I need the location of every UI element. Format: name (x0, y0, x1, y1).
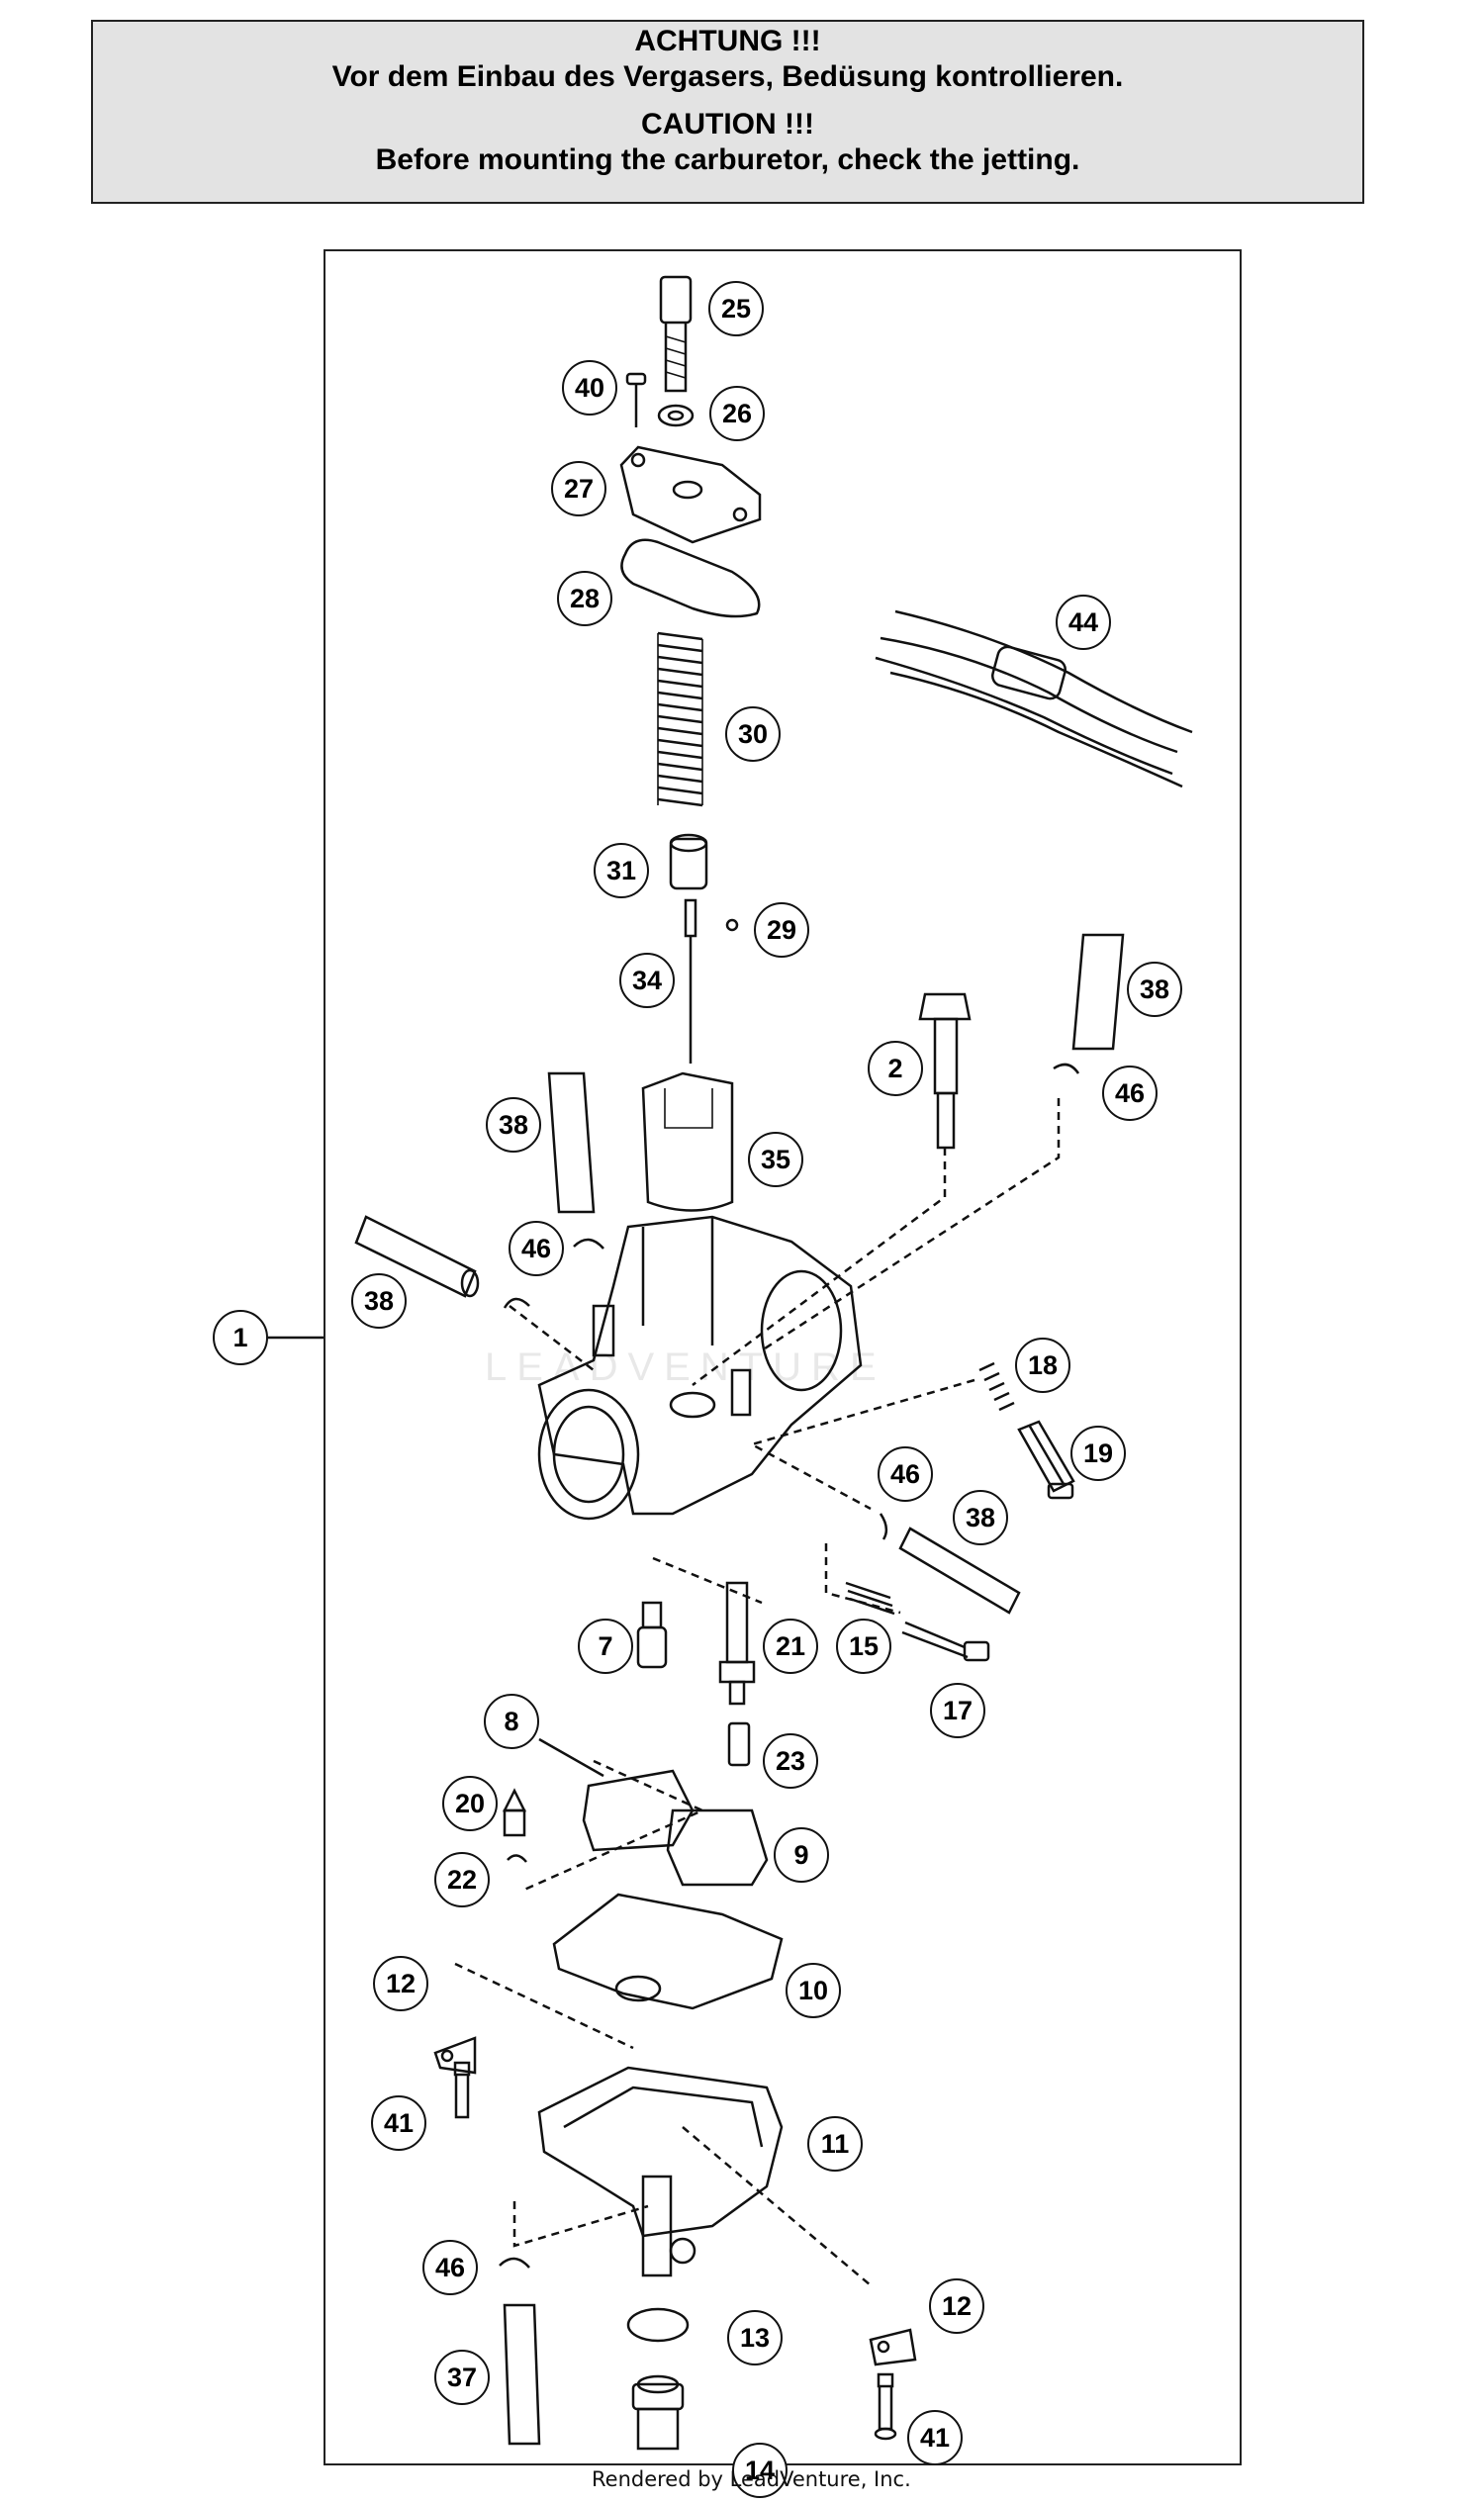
callout-8: 8 (484, 1694, 539, 1749)
part-41-screw-top (453, 2061, 471, 2119)
callout-1: 1 (213, 1310, 268, 1365)
callout-21: 21 (763, 1619, 818, 1674)
callout-37: 37 (434, 2350, 490, 2405)
callout-13: 13 (727, 2310, 783, 2365)
callout-44: 44 (1056, 595, 1111, 650)
callout-46: 46 (422, 2240, 478, 2295)
part-38-hose-left-top (547, 1071, 596, 1214)
part-21-needle-jet (718, 1581, 756, 1706)
callout-10: 10 (786, 1963, 841, 2018)
part-27-cap (619, 445, 762, 544)
callout-17: 17 (930, 1683, 985, 1738)
callout-38: 38 (1127, 962, 1182, 1017)
part-12-bracket-top (433, 2036, 477, 2075)
callout-31: 31 (594, 843, 649, 898)
part-38-hose-left (354, 1215, 480, 1298)
notice-line-de-title: ACHTUNG !!! (634, 25, 821, 57)
callout-9: 9 (774, 1827, 829, 1883)
callout-29: 29 (754, 902, 809, 958)
part-13-o-ring (626, 2307, 690, 2343)
callout-28: 28 (557, 571, 612, 626)
part-15-spring (845, 1581, 895, 1616)
callout-40: 40 (562, 360, 617, 416)
caution-notice: ACHTUNG !!! Vor dem Einbau des Vergasers… (91, 20, 1364, 204)
callout-7: 7 (578, 1619, 633, 1674)
notice-line-en-text: Before mounting the carburetor, check th… (375, 143, 1080, 176)
callout-12: 12 (373, 1956, 428, 2011)
part-22-clip (507, 1854, 527, 1863)
part-46-clip-a (1053, 1063, 1080, 1074)
callout-15: 15 (836, 1619, 891, 1674)
part-46-clip-c (879, 1513, 888, 1540)
callout-22: 22 (434, 1852, 490, 1907)
callout-14: 14 (732, 2443, 788, 2498)
assembly-guide-lines (454, 1098, 1061, 2286)
callout-38: 38 (351, 1273, 407, 1329)
part-35-slide (641, 1071, 734, 1212)
callout-38: 38 (953, 1490, 1008, 1545)
watermark: LEADVENTURE (485, 1345, 886, 1389)
part-1-carburetor-body (537, 1215, 863, 1521)
callout-41: 41 (371, 2095, 426, 2151)
part-9-float (582, 1769, 769, 1887)
callout-30: 30 (725, 706, 781, 762)
callout-19: 19 (1070, 1426, 1126, 1481)
part-7-jet (636, 1601, 668, 1669)
callout-2: 2 (868, 1041, 923, 1096)
callout-23: 23 (763, 1733, 818, 1789)
part-28-gasket (620, 538, 761, 618)
callout-38: 38 (486, 1097, 541, 1153)
part-41-screw-bottom (874, 2372, 897, 2441)
callout-26: 26 (709, 386, 765, 441)
callout-46: 46 (878, 1446, 933, 1502)
part-17-screw (901, 1621, 990, 1662)
callout-46: 46 (509, 1221, 564, 1276)
part-11-float-bowl (537, 2066, 784, 2277)
part-12-bracket-bottom (869, 2328, 917, 2366)
callout-46: 46 (1102, 1066, 1158, 1121)
part-34-needle (684, 898, 697, 1064)
part-46-clip-d (499, 2257, 530, 2269)
callout-18: 18 (1015, 1338, 1070, 1393)
part-20-float-valve (502, 1788, 527, 1837)
part-46-clip-b (503, 1238, 604, 1309)
part-37-hose (503, 2303, 541, 2446)
part-44-hose (875, 609, 1193, 788)
part-8-float-pin (538, 1737, 604, 1778)
notice-line-en-title: CAUTION !!! (641, 108, 814, 140)
callout-12: 12 (929, 2278, 984, 2334)
part-29-clip (725, 918, 739, 932)
render-credit: Rendered by LeadVenture, Inc. (592, 2467, 911, 2491)
part-10-gasket (552, 1893, 784, 2010)
part-2-choke (918, 992, 972, 1150)
part-19-screw (1017, 1420, 1075, 1500)
callout-20: 20 (442, 1776, 498, 1831)
part-31-needle-holder (669, 833, 708, 890)
callout-34: 34 (619, 953, 675, 1008)
part-25-adjuster-screw (659, 275, 693, 393)
part-40-screw (625, 372, 647, 427)
callout-25: 25 (708, 281, 764, 336)
callout-27: 27 (551, 461, 606, 516)
part-18-spring (978, 1361, 1015, 1412)
callout-41: 41 (907, 2410, 963, 2465)
part-30-spring (657, 631, 703, 807)
part-38-hose-right (1071, 933, 1125, 1051)
part-26-nut (657, 404, 695, 427)
callout-35: 35 (748, 1132, 803, 1187)
part-14-drain-plug (631, 2374, 685, 2451)
notice-line-de-text: Vor dem Einbau des Vergasers, Bedüsung k… (331, 60, 1124, 93)
callout-11: 11 (807, 2116, 863, 2172)
part-38-hose-lower (898, 1527, 1021, 1615)
part-23-pilot-jet (727, 1721, 751, 1767)
